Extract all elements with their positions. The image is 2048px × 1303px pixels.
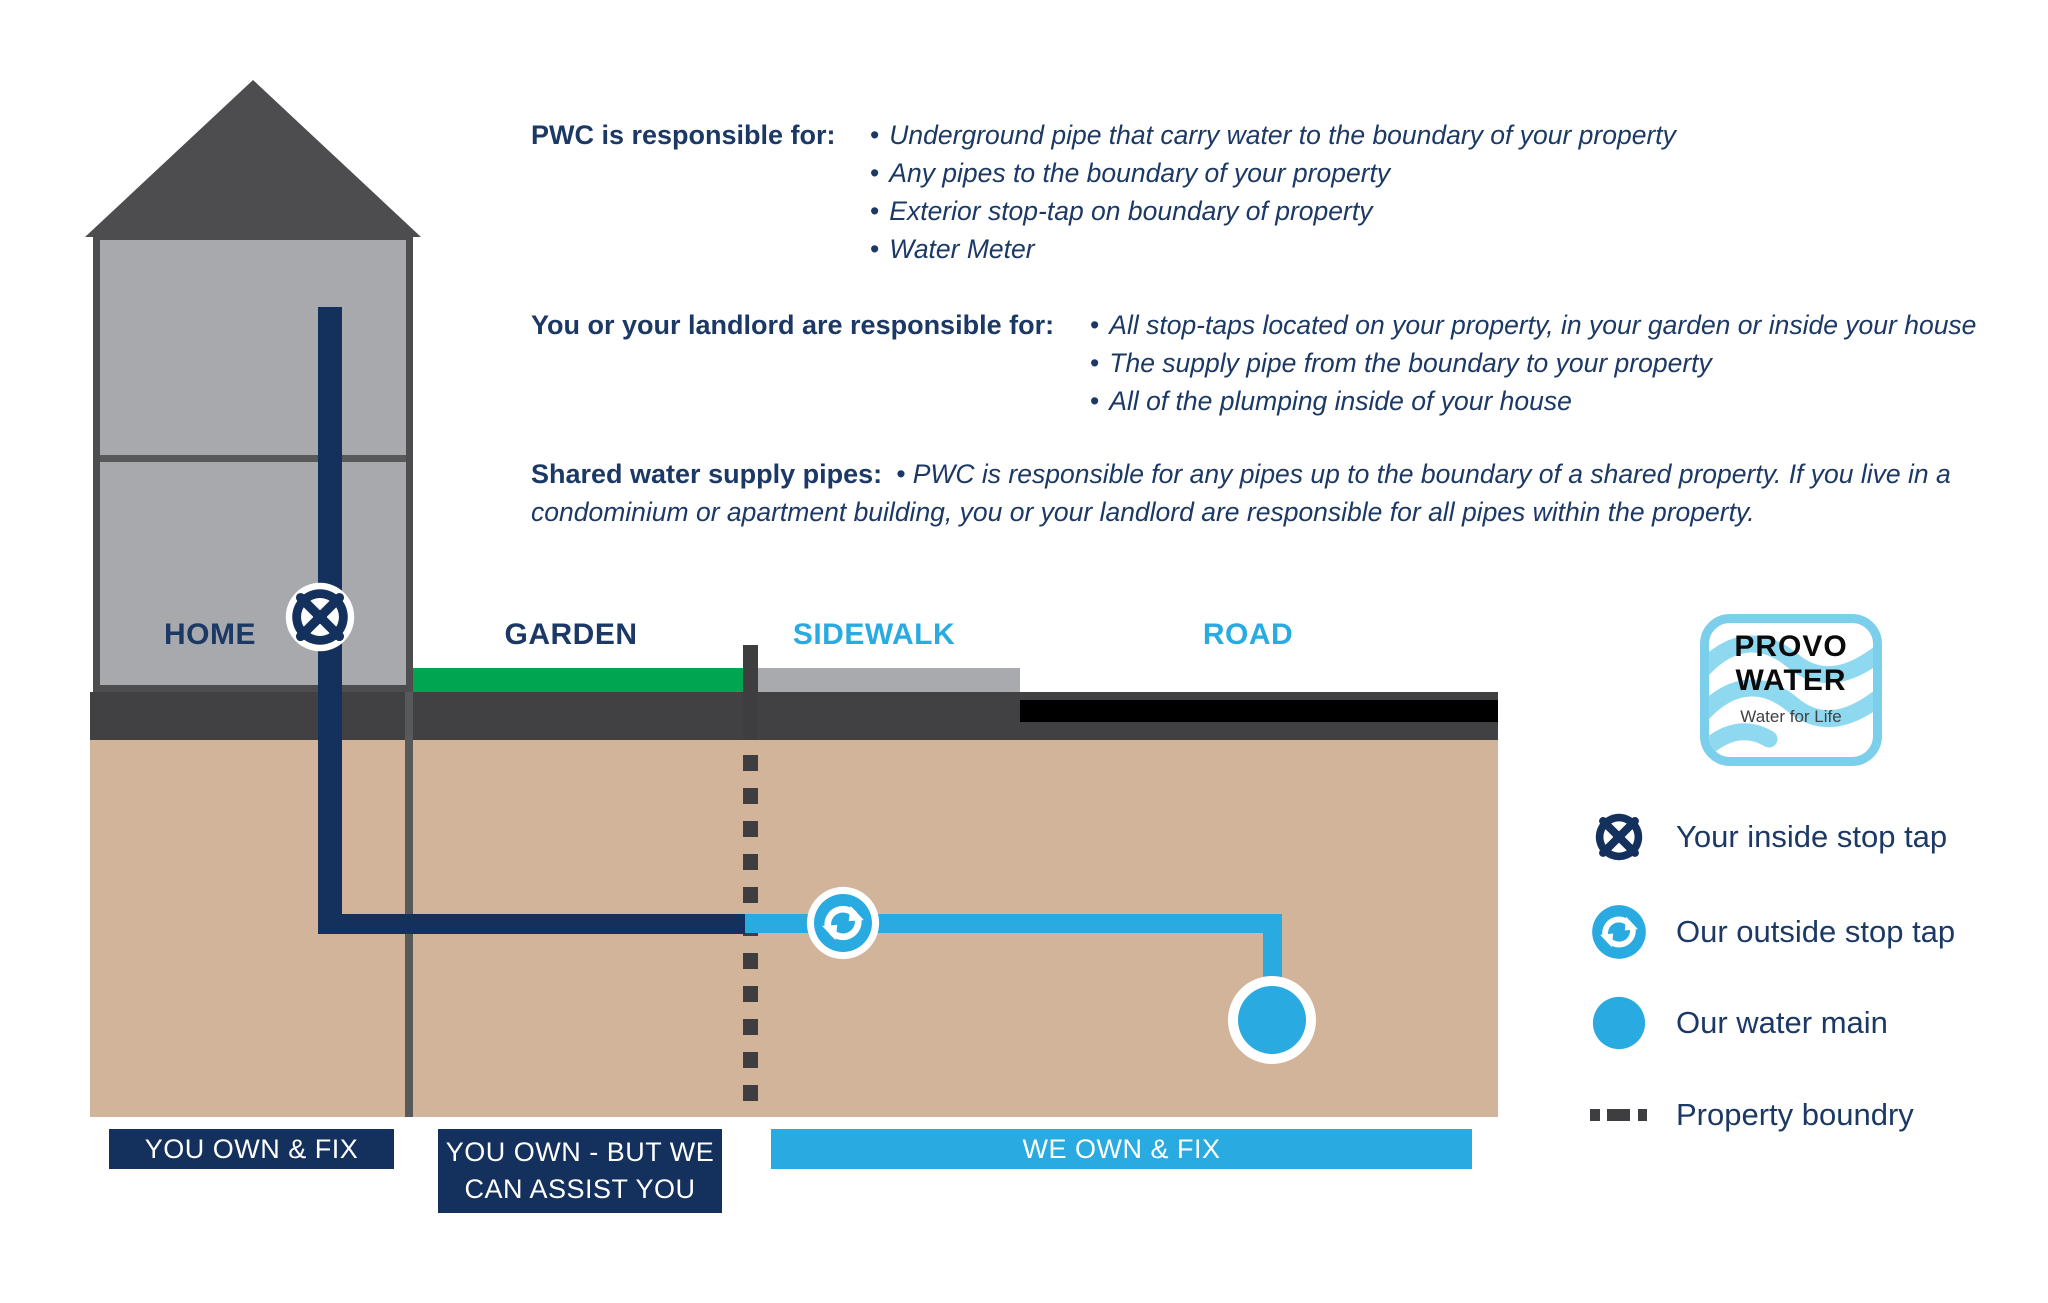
responsibility-text-block: PWC is responsible for: Underground pipe… bbox=[531, 116, 1991, 531]
logo-text-water: WATER bbox=[1735, 664, 1847, 697]
sidewalk-strip bbox=[758, 668, 1020, 692]
bullet-item: All of the plumping inside of your house bbox=[1090, 382, 1976, 420]
bullet-item: All stop-taps located on your property, … bbox=[1090, 306, 1976, 344]
road-strip bbox=[1020, 700, 1498, 722]
water-main-icon bbox=[1592, 996, 1646, 1050]
logo-wave-icon bbox=[1709, 635, 1873, 757]
legend-label: Our outside stop tap bbox=[1676, 914, 1956, 949]
inside-stop-tap-icon bbox=[285, 582, 355, 652]
legend-label: Your inside stop tap bbox=[1676, 819, 1948, 854]
house-body bbox=[93, 233, 413, 692]
zone-label-road: ROAD bbox=[1202, 618, 1294, 651]
we-own-fix-label: WE OWN & FIX bbox=[1022, 1133, 1221, 1164]
legend-label: Property boundry bbox=[1676, 1097, 1914, 1132]
bullet-list: All stop-taps located on your property, … bbox=[1090, 306, 1976, 420]
section-heading: You or your landlord are responsible for… bbox=[531, 310, 1055, 340]
legend-label: Our water main bbox=[1676, 1005, 1888, 1040]
section-text: • PWC is responsible for any pipes up to… bbox=[531, 459, 1951, 527]
we-own-fix-box: WE OWN & FIX bbox=[771, 1129, 1472, 1169]
bullet-item: Underground pipe that carry water to the… bbox=[870, 116, 1676, 154]
water-main-icon bbox=[1228, 976, 1316, 1064]
legend-row-water-main: Our water main bbox=[1590, 993, 1888, 1053]
outside-stop-tap-icon bbox=[1592, 905, 1646, 959]
property-boundary-icon bbox=[1590, 1109, 1647, 1121]
zone-label-home: HOME bbox=[164, 618, 256, 651]
bullet-item: The supply pipe from the boundary to you… bbox=[1090, 344, 1976, 382]
section-heading: PWC is responsible for: bbox=[531, 120, 836, 150]
your-supply-pipe-horizontal bbox=[318, 914, 745, 934]
section-landlord-responsible: You or your landlord are responsible for… bbox=[531, 306, 1991, 420]
bullet-list: Underground pipe that carry water to the… bbox=[870, 116, 1676, 268]
house-floor-line bbox=[100, 455, 406, 462]
bullet-item: Water Meter bbox=[870, 230, 1676, 268]
zone-label-garden: GARDEN bbox=[504, 618, 638, 651]
section-shared-pipes: Shared water supply pipes:• PWC is respo… bbox=[531, 455, 1991, 531]
logo-text-provo: PROVO bbox=[1734, 630, 1848, 663]
you-own-assist-line2: CAN ASSIST YOU bbox=[464, 1174, 696, 1204]
bullet-item: Exterior stop-tap on boundary of propert… bbox=[870, 192, 1676, 230]
section-heading: Shared water supply pipes: bbox=[531, 459, 883, 489]
you-own-assist-box: YOU OWN - BUT WE CAN ASSIST YOU bbox=[438, 1129, 722, 1213]
house-roof bbox=[85, 80, 421, 237]
zone-label-sidewalk: SIDEWALK bbox=[792, 618, 956, 651]
pwc-pipe-horizontal bbox=[745, 914, 1282, 933]
section-pwc-responsible: PWC is responsible for: Underground pipe… bbox=[531, 116, 1991, 268]
you-own-fix-box: YOU OWN & FIX bbox=[109, 1129, 394, 1169]
you-own-assist-line1: YOU OWN - BUT WE bbox=[445, 1137, 715, 1167]
outside-stop-tap-icon bbox=[806, 886, 880, 960]
provo-water-logo: PROVO WATER Water for Life bbox=[1700, 614, 1882, 766]
legend-row-property-boundary: Property boundry bbox=[1590, 1085, 1914, 1145]
boundary-post bbox=[743, 645, 758, 740]
logo-tagline: Water for Life bbox=[1740, 707, 1842, 726]
inside-stop-tap-icon bbox=[1592, 810, 1646, 864]
legend-row-outside-stop-tap: Our outside stop tap bbox=[1590, 902, 1955, 962]
house-wall-underground-line bbox=[405, 692, 413, 1117]
legend-row-inside-stop-tap: Your inside stop tap bbox=[1590, 807, 1947, 867]
garden-grass-strip bbox=[413, 668, 744, 692]
bullet-item: Any pipes to the boundary of your proper… bbox=[870, 154, 1676, 192]
you-own-fix-label: YOU OWN & FIX bbox=[144, 1133, 359, 1164]
